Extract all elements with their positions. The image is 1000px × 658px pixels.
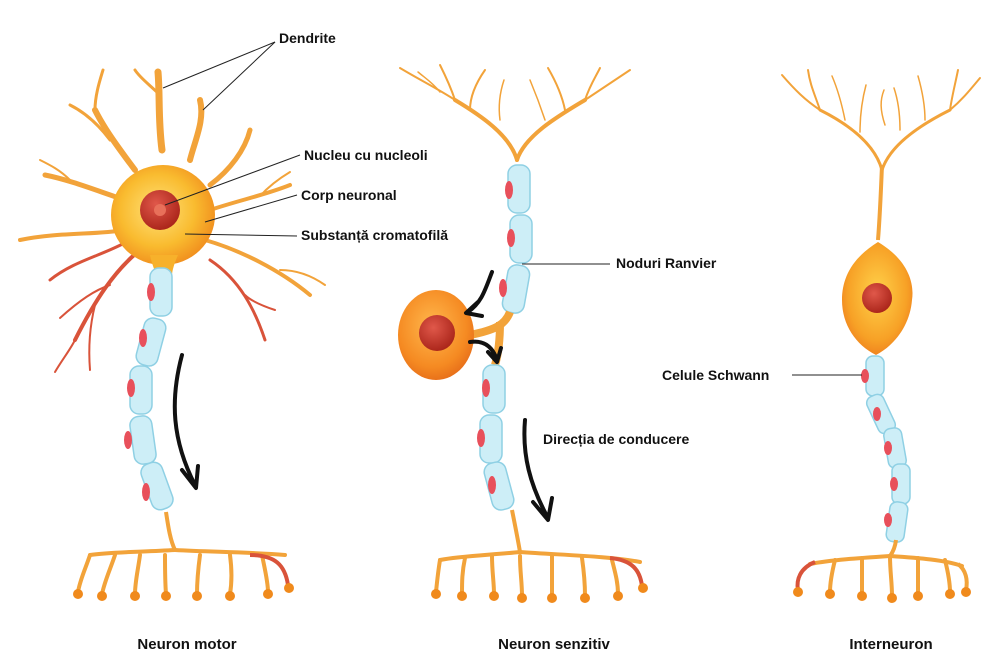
caption-neuron-motor: Neuron motor xyxy=(137,636,236,653)
motor-direction-arrow xyxy=(172,353,200,490)
leader-nucleu xyxy=(164,154,301,206)
leader-lines xyxy=(162,41,862,376)
caption-neuron-senzitiv: Neuron senzitiv xyxy=(498,636,610,653)
leader-corp xyxy=(204,194,298,223)
sensory-direction-arrow xyxy=(522,418,554,522)
label-substanta-cromatofila: Substanță cromatofilă xyxy=(301,227,448,243)
leader-dendrite-1 xyxy=(162,41,276,89)
motor-neuron xyxy=(18,68,326,601)
leader-substanta xyxy=(184,233,298,237)
interneuron-nucleus xyxy=(862,283,892,313)
leader-dendrite-2 xyxy=(202,41,276,111)
sensory-arrow-from-soma xyxy=(468,339,503,364)
interneuron-dendrites xyxy=(781,69,981,172)
motor-terminal-buttons xyxy=(73,583,294,601)
motor-dendrites xyxy=(18,68,326,297)
label-noduri-ranvier: Noduri Ranvier xyxy=(616,255,717,271)
label-directia-de-conducere: Direcția de conducere xyxy=(543,431,689,447)
motor-axon xyxy=(164,511,177,551)
motor-nucleolus xyxy=(154,204,166,216)
interneuron xyxy=(781,69,981,603)
interneuron-terminal-buttons xyxy=(793,587,971,603)
label-celule-schwann: Celule Schwann xyxy=(662,367,769,383)
sensory-schwann-nuclei-upper xyxy=(499,181,515,297)
sensory-axon xyxy=(510,509,522,553)
interneuron-schwann-nuclei xyxy=(861,369,898,527)
motor-axon-terminals xyxy=(76,548,287,596)
sensory-arrow-to-soma xyxy=(464,270,494,318)
sensory-terminal-buttons xyxy=(431,583,648,603)
label-dendrite: Dendrite xyxy=(279,30,336,46)
sensory-myelin-upper xyxy=(501,164,533,314)
motor-myelin-sheath xyxy=(129,267,174,511)
sensory-schwann-nuclei-lower xyxy=(477,379,496,494)
motor-schwann-nuclei xyxy=(124,283,155,501)
sensory-nucleus xyxy=(419,315,455,351)
caption-interneuron: Interneuron xyxy=(849,636,932,653)
sensory-neuron xyxy=(398,64,648,603)
label-corp-neuronal: Corp neuronal xyxy=(301,187,397,203)
sensory-axon-terminals xyxy=(434,550,642,598)
sensory-dendrites xyxy=(399,64,631,162)
label-nucleu-cu-nucleoli: Nucleu cu nucleoli xyxy=(304,147,428,163)
interneuron-dendrite-trunk xyxy=(876,164,884,241)
interneuron-axon xyxy=(888,539,898,558)
